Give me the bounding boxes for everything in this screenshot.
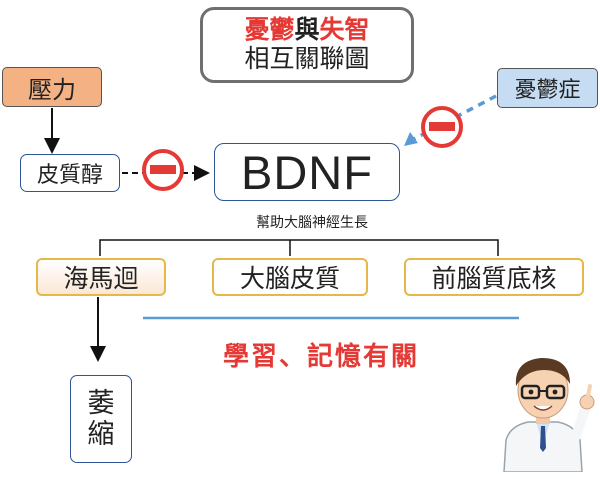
atrophy-char-2: 縮: [87, 419, 115, 450]
title-line-1: 憂鬱與失智: [244, 15, 370, 45]
title-part: 憂鬱: [244, 15, 295, 45]
atrophy-char-1: 萎: [87, 387, 115, 419]
depression-node: 憂鬱症: [497, 68, 598, 108]
bdnf-node: BDNF: [214, 143, 400, 201]
depression-to-bdnf-arrowhead: [404, 132, 418, 146]
bdnf-function-label: 幫助大腦神經生長: [256, 215, 368, 231]
learning-memory-label: 學習、記憶有關: [222, 342, 419, 372]
title-part: 失智: [319, 15, 370, 45]
stress-node: 壓力: [2, 67, 102, 107]
atrophy-node: 萎 縮: [70, 375, 132, 463]
inhibit-icon: [421, 106, 463, 148]
diagram-title: 憂鬱與失智 相互關聯圖: [200, 7, 414, 83]
bdnf-branch-bracket: [99, 239, 499, 256]
title-part: 與: [294, 15, 320, 45]
cortex-node: 大腦皮質: [212, 258, 368, 296]
cortisol-node: 皮質醇: [20, 154, 120, 192]
prefrontal-node: 前腦質底核: [404, 258, 584, 296]
doctor-mascot-icon: [503, 358, 595, 472]
inhibit-icon: [142, 149, 184, 191]
hippocampus-node: 海馬迴: [36, 258, 166, 296]
title-line-2: 相互關聯圖: [244, 44, 370, 73]
